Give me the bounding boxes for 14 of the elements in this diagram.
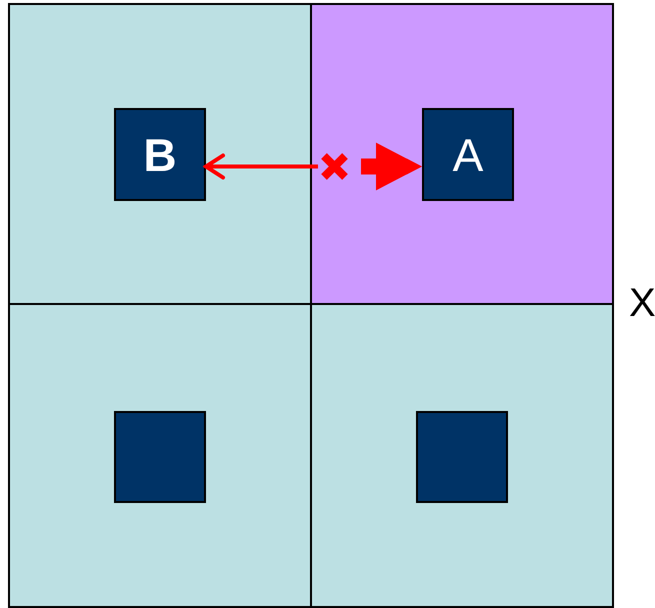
square-label: B	[143, 128, 177, 182]
arrow	[361, 142, 422, 190]
grid-cell	[8, 303, 312, 608]
grid-cell	[8, 3, 312, 305]
cross-mark	[320, 152, 349, 181]
square-label: A	[452, 128, 484, 182]
grid-cell	[310, 3, 614, 305]
labeled-square	[422, 108, 514, 201]
square-box	[114, 411, 206, 503]
arrow	[204, 154, 318, 180]
labeled-square	[114, 108, 206, 201]
axis-label: X	[629, 281, 655, 326]
grid-cell	[310, 303, 614, 608]
square-box	[416, 411, 508, 503]
